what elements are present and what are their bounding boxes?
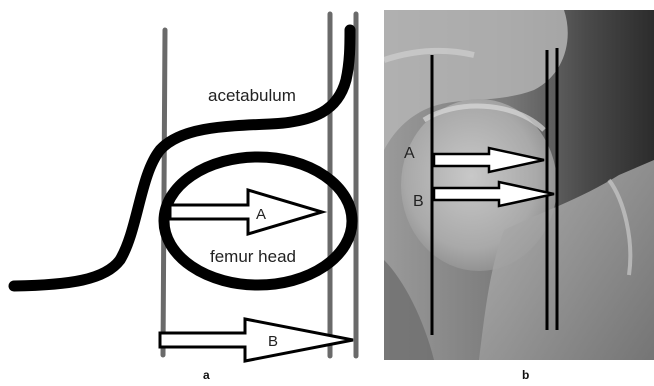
caption-b: b — [522, 368, 529, 382]
label-arrow-b: B — [268, 333, 278, 350]
reference-line-left — [163, 30, 165, 355]
label-femur-head: femur head — [210, 247, 296, 266]
panel-b-xray: A B b — [384, 0, 654, 386]
label-arrow-a: A — [256, 206, 266, 223]
arrow-b — [160, 319, 353, 361]
label-acetabulum: acetabulum — [208, 86, 296, 105]
caption-a: a — [203, 368, 210, 382]
arrow-a — [170, 190, 322, 234]
xray-image: A B — [384, 0, 654, 386]
panel-a-schematic: acetabulum femur head A B a — [0, 0, 384, 386]
xray-label-arrow-b: B — [413, 193, 424, 210]
schematic-diagram: acetabulum femur head A B — [0, 0, 384, 386]
xray-label-arrow-a: A — [404, 145, 415, 162]
